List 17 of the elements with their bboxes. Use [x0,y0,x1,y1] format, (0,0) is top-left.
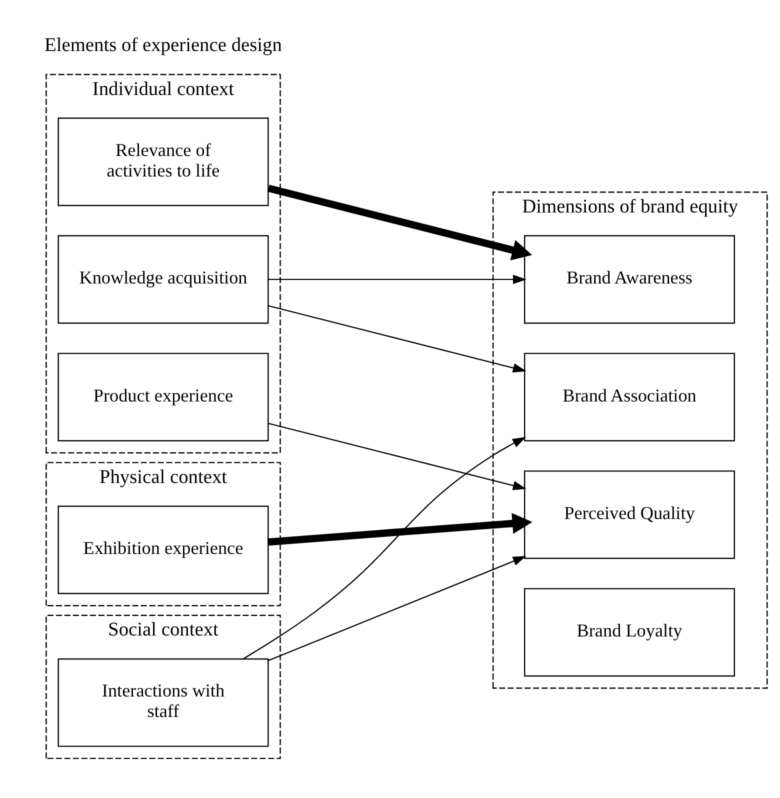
node-box: Interactions with staff [58,658,269,746]
node-box: Relevance of activities to life [58,117,269,206]
arrow [242,436,526,659]
arrow [268,274,526,284]
arrow [268,184,532,260]
arrow [268,556,526,661]
arrow [268,512,532,546]
node-box: Perceived Quality [524,470,735,558]
label: Elements of experience design [44,34,282,56]
arrow [268,304,526,372]
node-box: Product experience [58,352,269,441]
node-box: Brand Loyalty [524,588,735,676]
arrow [268,422,526,490]
node-box: Brand Association [524,352,735,441]
node-box: Knowledge acquisition [58,234,269,324]
node-box: Exhibition experience [58,505,269,594]
node-box: Brand Awareness [524,234,735,324]
